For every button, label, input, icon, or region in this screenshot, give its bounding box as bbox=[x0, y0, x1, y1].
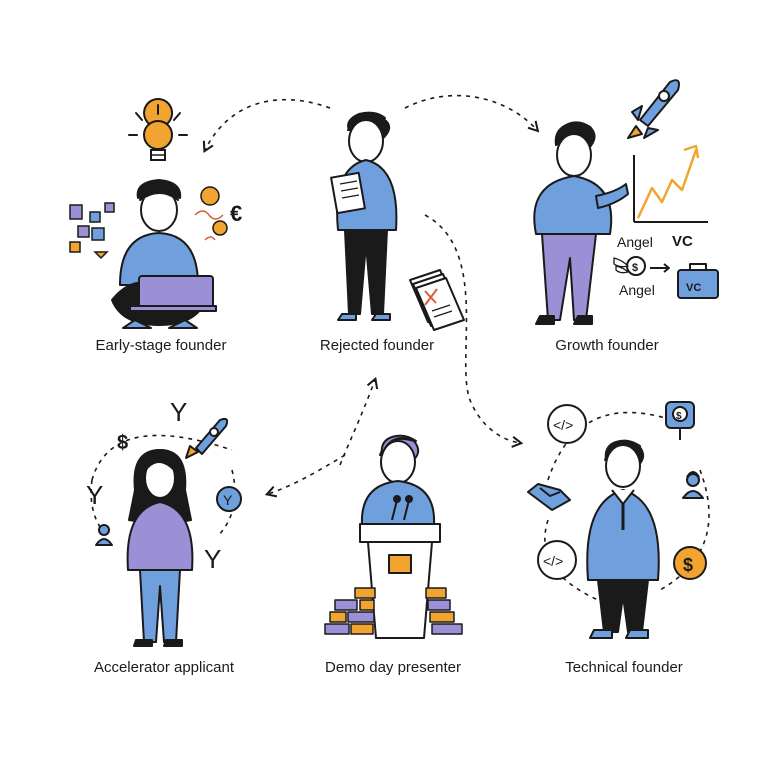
persona-label-growth: Growth founder bbox=[555, 337, 659, 354]
code-icon: </> bbox=[547, 404, 587, 444]
document-icon bbox=[330, 171, 366, 215]
y-letter-icon: Y bbox=[170, 397, 187, 427]
angel-label-bottom: Angel bbox=[619, 282, 655, 298]
y-letter-icon: Y bbox=[86, 480, 103, 510]
persona-growth: Angel VC $ Angel VC bbox=[533, 79, 719, 325]
persona-accelerator: $ Y Y Y Y bbox=[86, 397, 242, 647]
svg-text:</>: </> bbox=[543, 553, 563, 569]
angel-label-top: Angel bbox=[617, 234, 653, 250]
svg-text:VC: VC bbox=[686, 282, 701, 294]
persona-label-early-stage: Early-stage founder bbox=[95, 337, 227, 354]
handshake-icon bbox=[527, 483, 571, 511]
persona-label-technical: Technical founder bbox=[565, 659, 683, 676]
coin-icon bbox=[194, 186, 228, 241]
svg-text:Y: Y bbox=[223, 492, 233, 508]
rocket-icon bbox=[185, 417, 229, 459]
sticky-notes-icon bbox=[69, 202, 115, 260]
flow-arrows bbox=[202, 94, 540, 498]
arrow-rejected-to-growth bbox=[404, 94, 540, 133]
svg-text:$: $ bbox=[683, 555, 693, 575]
persona-label-rejected: Rejected founder bbox=[319, 337, 435, 354]
rejected-papers-icon bbox=[409, 269, 465, 331]
persona-label-demo-day: Demo day presenter bbox=[325, 659, 461, 676]
persona-demo-day bbox=[324, 434, 463, 639]
winged-dollar-icon: $ bbox=[613, 256, 670, 276]
y-letter-icon: Y bbox=[204, 544, 221, 574]
persona-technical: </> </> $ $ bbox=[527, 401, 710, 639]
persona-early-stage: € bbox=[69, 98, 242, 329]
code-icon: </> bbox=[537, 540, 577, 580]
vc-briefcase-icon: VC bbox=[677, 263, 719, 299]
dollar-icon: $ bbox=[117, 432, 128, 454]
svg-text:</>: </> bbox=[553, 417, 573, 433]
vc-label: VC bbox=[672, 233, 693, 250]
podium-icon bbox=[359, 523, 441, 639]
rocket-icon bbox=[627, 79, 680, 139]
lightbulb-icon bbox=[128, 98, 188, 161]
arrow-rejected-to-technical bbox=[424, 214, 524, 448]
persona-label-accelerator: Accelerator applicant bbox=[93, 659, 235, 676]
svg-text:$: $ bbox=[632, 262, 638, 274]
person-icon bbox=[95, 524, 113, 546]
support-person-icon bbox=[682, 471, 704, 499]
svg-text:$: $ bbox=[676, 411, 682, 422]
growth-chart-icon bbox=[633, 144, 708, 223]
microphone-icon bbox=[391, 495, 413, 521]
early-stage-founder-figure bbox=[111, 179, 217, 329]
arrow-rejected-to-early bbox=[202, 98, 331, 153]
persona-rejected bbox=[330, 111, 465, 331]
y-badge-icon: Y bbox=[216, 486, 242, 512]
arrow-demo-to-rejected bbox=[339, 376, 379, 466]
euro-icon: € bbox=[230, 201, 242, 226]
arrow-demo-to-accelerator bbox=[264, 454, 346, 498]
dollar-pin-icon: $ bbox=[665, 401, 695, 440]
stacked-bricks-icon bbox=[324, 587, 463, 635]
dollar-coin-icon: $ bbox=[673, 546, 707, 580]
